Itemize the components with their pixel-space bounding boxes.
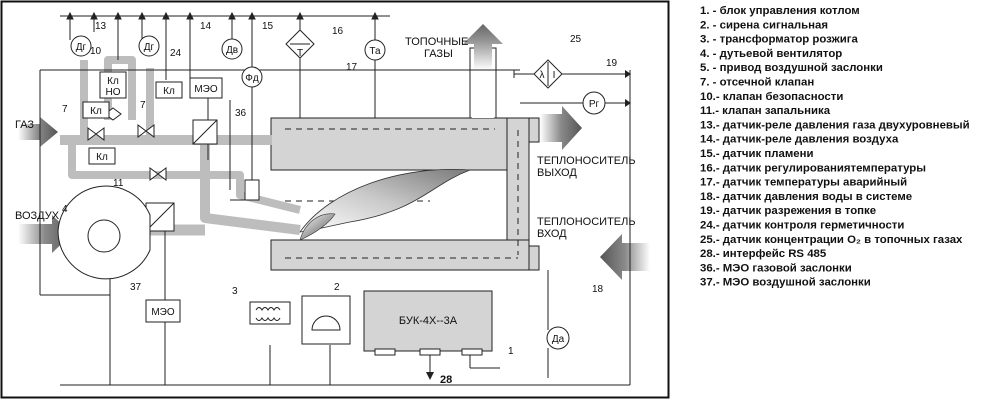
- callout-4: 4: [62, 204, 68, 215]
- legend-item: 14.- датчик-реле давления воздуха: [700, 134, 899, 146]
- air-pressure-switch-14: Дв: [221, 38, 243, 60]
- coolant-out-label-2: ВЫХОД: [537, 167, 577, 179]
- boiler: [270, 117, 540, 271]
- kl-label: Кл: [107, 76, 119, 87]
- legend-item: 15.- датчик пламени: [700, 148, 814, 160]
- meo-label: МЭО: [194, 84, 218, 95]
- flame: [299, 168, 471, 233]
- coolant-out-label-1: ТЕПЛОНОСИТЕЛЬ: [537, 155, 636, 167]
- dv-label: Дв: [226, 45, 238, 56]
- callout-7b: 7: [140, 100, 146, 111]
- kl-valve-7b: Кл: [137, 81, 183, 138]
- lambda-i-label: I: [553, 70, 556, 81]
- no-label: НО: [106, 87, 121, 98]
- legend-item: 18.- датчик давления воды в системе: [700, 191, 912, 203]
- legend-item: 10.- клапан безопасности: [700, 91, 843, 103]
- legend-item: 5. - привод воздушной заслонки: [700, 62, 883, 74]
- ignition-transformer-3: [249, 301, 291, 325]
- rs485-arrow: [426, 372, 434, 380]
- flue-gas-arrow: [463, 24, 503, 70]
- legend-item: 16.- датчик регулированиятемпературы: [700, 162, 926, 174]
- callout-36: 36: [235, 108, 247, 119]
- legend-item: 37.- МЭО воздушной заслонки: [700, 277, 871, 289]
- coolant-out-arrow: [540, 106, 582, 150]
- meo-label: МЭО: [151, 307, 175, 318]
- legend-item: 36.- МЭО газовой заслонки: [700, 262, 852, 274]
- bus-ticks: [60, 11, 390, 80]
- callout-24: 24: [170, 48, 182, 59]
- flue-gases-label-2: ГАЗЫ: [424, 48, 453, 60]
- kl-label: Кл: [163, 86, 175, 97]
- o2-sensor-25: λ I: [513, 59, 631, 89]
- legend-item: 24.- датчик контроля герметичности: [700, 220, 904, 232]
- callout-1: 1: [508, 346, 514, 357]
- legend-item: 17.- датчик температуры аварийный: [700, 177, 907, 189]
- legend-item: 13.- датчик-реле давления газа двухуровн…: [700, 119, 970, 131]
- legend-item: 28.- интерфейс RS 485: [700, 248, 827, 260]
- coolant-in-label-2: ВХОД: [537, 228, 567, 240]
- burner-icon: [299, 213, 336, 241]
- callout-25: 25: [570, 34, 582, 45]
- callout-15: 15: [262, 21, 274, 32]
- legend-item: 7. - отсечной клапан: [700, 77, 814, 89]
- air-damper-actuator-37: МЭО: [145, 202, 181, 323]
- controller-unit: БУК-4Х--3А: [363, 290, 493, 356]
- flue-gases-label-1: ТОПОЧНЫЕ: [405, 36, 468, 48]
- gas-damper-actuator-36: МЭО: [189, 77, 223, 145]
- legend-item: 2. - сирена сигнальная: [700, 19, 828, 31]
- leak-sensor-24: Дг: [138, 35, 160, 57]
- gas-label: ГАЗ: [15, 119, 34, 131]
- legend-item: 3. - трансформатор розжига: [700, 34, 859, 46]
- air-label: ВОЗДУХ: [15, 210, 60, 222]
- callout-11: 11: [113, 178, 124, 189]
- callout-37: 37: [130, 282, 142, 293]
- da-label: Да: [552, 334, 565, 345]
- gas-inlet-arrow: [18, 117, 58, 147]
- fan-4: [57, 185, 151, 280]
- callout-3: 3: [232, 286, 238, 297]
- t-label: Т: [297, 48, 303, 59]
- callout-19: 19: [606, 58, 618, 69]
- callout-18: 18: [592, 284, 604, 295]
- ta-label: Та: [369, 46, 381, 57]
- callout-2: 2: [334, 282, 340, 293]
- callout-17: 17: [346, 62, 358, 73]
- kl-valve-11: Кл: [88, 147, 167, 181]
- water-pressure-sensor-18: Да: [546, 326, 570, 350]
- flame-sensor-15: Фд: [230, 66, 263, 201]
- lambda-label: λ: [540, 70, 545, 81]
- fd-label: Фд: [245, 73, 259, 84]
- siren-2: [301, 295, 351, 345]
- kl-label: Кл: [90, 106, 102, 117]
- coolant-in-label-1: ТЕПЛОНОСИТЕЛЬ: [537, 216, 636, 228]
- legend-item: 25.- датчик концентрации O₂ в топочных г…: [700, 234, 963, 246]
- interface-number: 28: [440, 374, 452, 386]
- callout-13: 13: [95, 21, 107, 32]
- legend-item: 1. - блок управления котлом: [700, 5, 860, 17]
- callout-7a: 7: [62, 104, 68, 115]
- temp-control-sensor-16: Т: [285, 29, 315, 118]
- dg-label: Дг: [76, 42, 87, 53]
- diagram-frame: [0, 0, 670, 399]
- controller-label: БУК-4Х--3А: [399, 315, 458, 327]
- callout-10: 10: [90, 46, 102, 57]
- legend-item: 4. - дутьевой вентилятор: [700, 48, 842, 60]
- legend-item: 19.- датчик разрежения в топке: [700, 205, 876, 217]
- draft-sensor-19: Рг: [520, 91, 631, 115]
- wiring: [39, 69, 631, 386]
- callout-16: 16: [332, 26, 344, 37]
- gas-pressure-switch-13: Дг: [70, 35, 92, 57]
- callout-14: 14: [200, 21, 212, 32]
- rg-label: Рг: [589, 99, 600, 110]
- kl-valve-7a: Кл: [82, 101, 110, 141]
- coolant-in-arrow: [600, 234, 650, 280]
- legend-item: 11.- клапан запальника: [700, 105, 831, 117]
- kl-label: Кл: [96, 152, 108, 163]
- dg-label: Дг: [144, 42, 155, 53]
- emergency-temp-sensor-17: Та: [364, 39, 386, 118]
- legend: 1. - блок управления котлом 2. - сирена с…: [700, 5, 970, 289]
